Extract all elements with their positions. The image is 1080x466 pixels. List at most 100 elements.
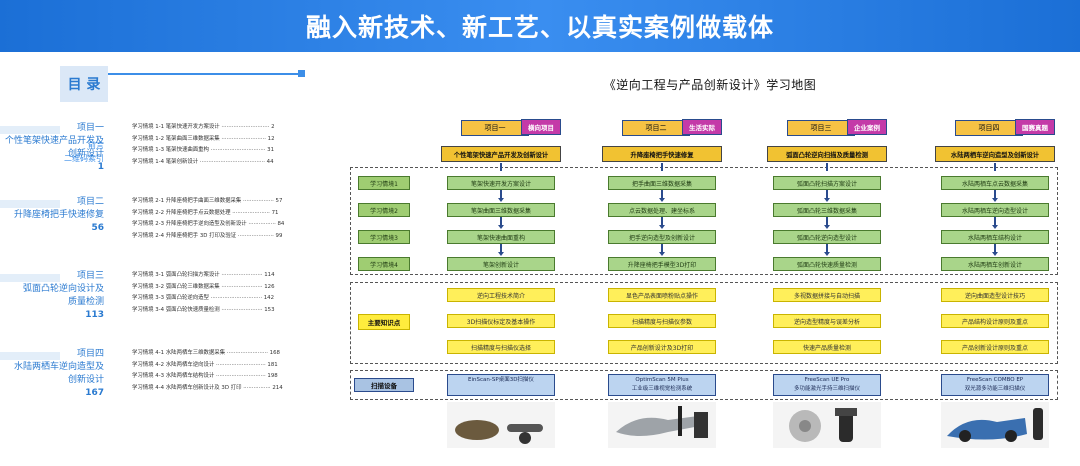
unit-bar [0,274,60,282]
unit-title-line: 个性笔架快速产品开发及 [4,136,104,146]
unit-title-line: 水陆两栖车逆向造型及 [13,362,104,372]
lesson-entry[interactable]: 学习情境 3-3 弧面凸轮逆向造型 ······················… [132,295,275,301]
flow-arrow [826,244,828,253]
device-name-line: FreeScan COMBO EP [966,377,1024,383]
knowledge-cell[interactable]: 逆向造型精度与误差分析 [773,314,881,328]
project-label[interactable]: 项目二 [622,120,690,136]
toc-marker [298,70,305,77]
lesson-entry[interactable]: 学习情境 3-1 弧面凸轮扫描方案设计 ····················… [132,272,275,278]
toc-front-qr-index[interactable]: 二维码索引 [64,154,104,163]
knowledge-cell[interactable]: 多视数据拼接与自动扫描 [773,288,881,302]
device-name-line: FreeScan UE Pro [804,377,850,383]
flow-arrow [661,163,663,171]
unit-title-line: 项目一 [76,123,104,133]
learning-map: 《逆向工程与产品创新设计》学习地图 项目一横向项目个性笔架快速产品开发及创新设计… [340,62,1080,466]
knowledge-cell[interactable]: 扫描精度与扫描仪参数 [608,314,716,328]
knowledge-cell[interactable]: 显色产品表面喷粉贴点操作 [608,288,716,302]
scenario-cell[interactable]: 笔架快速开发方案设计 [447,176,555,190]
scanner-photo [941,402,1049,448]
unit-title-line: 项目三 [76,271,104,281]
lesson-entry[interactable]: 学习情境 1-1 笔架快速开发方案设计 ····················… [132,124,275,130]
flow-arrowhead [992,225,998,229]
scenario-cell[interactable]: 水陆两栖车逆向造型设计 [941,203,1049,217]
unit-title-line: 弧面凸轮逆向设计及 [22,284,104,294]
scenario-cell[interactable]: 把手曲面三维数据采集 [608,176,716,190]
map-title: 《逆向工程与产品创新设计》学习地图 [603,78,817,92]
scenario-cell[interactable]: 笔架创新设计 [447,257,555,271]
toc-header: 目 录 [60,66,108,102]
scenario-cell[interactable]: 弧面凸轮逆向造型设计 [773,230,881,244]
flow-arrow [994,163,996,171]
scanner-photo [447,402,555,448]
lesson-entry[interactable]: 学习情境 3-4 弧面凸轮快速质量检测 ····················… [132,306,275,313]
lesson-entry[interactable]: 学习情境 2-3 升降座椅把手逆向造型及创新设计 ···············… [132,221,285,227]
knowledge-cell[interactable]: 逆向曲面造型设计技巧 [941,288,1049,302]
scenario-cell[interactable]: 水陆两栖车点云数据采集 [941,176,1049,190]
project-label[interactable]: 项目一 [461,120,529,136]
lesson-entry[interactable]: 学习情境 4-2 水陆两栖车逆向设计 ·····················… [132,361,278,368]
lesson-entry[interactable]: 学习情境 4-3 水陆两栖车结构设计 ·····················… [132,373,278,379]
lesson-list: 学习情境 4-1 水陆两栖车三维数据采集 ···················… [132,348,307,394]
flow-arrowhead [824,252,830,256]
scenario-cell[interactable]: 弧面凸轮扫描方案设计 [773,176,881,190]
device-name-line: EinScan-SP桌面3D扫描仪 [468,377,534,383]
toc-front-preface[interactable]: 前言 [88,141,104,150]
lesson-entry[interactable]: 学习情境 2-2 升降座椅把手点云数据处理 ··················… [132,209,279,216]
unit-page-number: 56 [91,223,104,233]
scenario-cell[interactable]: 水陆两栖车结构设计 [941,230,1049,244]
page-banner: 融入新技术、新工艺、以真实案例做载体 [0,0,1080,52]
lesson-entry[interactable]: 学习情境 1-3 笔架快速曲面重构 ······················… [132,147,275,153]
flow-arrowhead [659,198,665,202]
lesson-entry[interactable]: 学习情境 3-2 弧面凸轮三维数据采集 ····················… [132,283,275,290]
scenario-cell[interactable]: 点云数据处理、建坐标系 [608,203,716,217]
scenario-label: 学习情境1 [358,176,410,190]
lesson-entry[interactable]: 学习情境 4-1 水陆两栖车三维数据采集 ···················… [132,350,280,356]
project-label[interactable]: 项目四 [955,120,1023,136]
scenario-cell[interactable]: 笔架曲面三维数据采集 [447,203,555,217]
unit-bar [0,352,60,360]
banner-title: 融入新技术、新工艺、以真实案例做载体 [305,13,774,42]
knowledge-cell[interactable]: 产品创新设计原则及重点 [941,340,1049,354]
device-name[interactable]: EinScan-SP桌面3D扫描仪 [447,374,555,396]
knowledge-cell[interactable]: 快速产品质量检测 [773,340,881,354]
flow-arrow [500,217,502,226]
toc-divider [108,73,298,75]
flow-arrow [994,244,996,253]
scenario-cell[interactable]: 笔架快速曲面重构 [447,230,555,244]
scenario-cell[interactable]: 弧面凸轮三维数据采集 [773,203,881,217]
scenario-cell[interactable]: 弧面凸轮快速质量检测 [773,257,881,271]
lesson-entry[interactable]: 学习情境 4-4 水陆两栖车创新设计及 3D 打印 ··············… [132,384,283,391]
lesson-entry[interactable]: 学习情境 1-2 笔架曲面三维数据采集 ····················… [132,135,275,142]
flow-arrow [826,217,828,226]
flow-arrowhead [659,252,665,256]
lesson-entry[interactable]: 学习情境 1-4 笔架创新设计 ························… [132,158,274,165]
flow-arrow [826,163,828,171]
scenario-cell[interactable]: 水陆两栖车创新设计 [941,257,1049,271]
knowledge-cell[interactable]: 3D扫描仪标定及基本操作 [447,314,555,328]
scenario-cell[interactable]: 把手逆向造型及创新设计 [608,230,716,244]
flow-arrowhead [498,225,504,229]
lesson-entry[interactable]: 学习情境 2-1 升降座椅把手曲面三维数据采集 ················… [132,198,283,204]
knowledge-cell[interactable]: 产品创新设计及3D打印 [608,340,716,354]
project-title: 弧面凸轮逆向扫描及质量检测 [767,146,887,162]
flow-arrowhead [659,225,665,229]
unit-title-line: 项目二 [76,197,104,207]
unit-title-line: 质量检测 [67,297,104,307]
flow-arrowhead [498,198,504,202]
knowledge-cell[interactable]: 扫描精度与扫描仪选择 [447,340,555,354]
scenario-group-box [350,167,1058,275]
unit-title-line: 项目四 [76,349,104,359]
knowledge-cell[interactable]: 产品结构设计原则及重点 [941,314,1049,328]
knowledge-cell[interactable]: 逆向工程技术简介 [447,288,555,302]
unit-page-number: 1 [97,162,104,172]
scenario-cell[interactable]: 升降座椅把手模型3D打印 [608,257,716,271]
lesson-entry[interactable]: 学习情境 2-4 升降座椅把手 3D 打印及验证 ···············… [132,232,283,239]
project-label[interactable]: 项目三 [787,120,855,136]
